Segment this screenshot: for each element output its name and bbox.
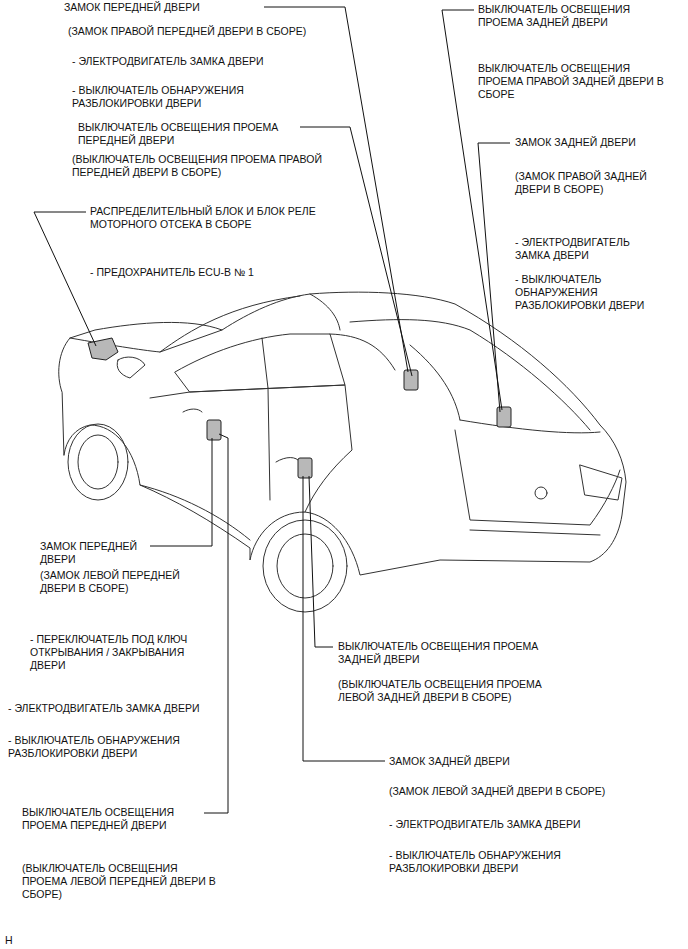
part-label: ВЫКЛЮЧАТЕЛЬ ОСВЕЩЕНИЯ ПРОЕМА ПРАВОЙ ЗАДН… xyxy=(478,62,668,101)
part-label: - ЭЛЕКТРОДВИГАТЕЛЬ ЗАМКА ДВЕРИ xyxy=(515,236,665,262)
side-windows xyxy=(175,334,345,392)
roof-edge xyxy=(310,294,340,330)
leader-line xyxy=(478,143,510,412)
part-label: (ЗАМОК ПРАВОЙ ЗАДНЕЙ ДВЕРИ В СБОРЕ) xyxy=(515,170,675,196)
part-label: ЗАМОК ПЕРЕДНЕЙ ДВЕРИ xyxy=(64,1,259,14)
a-pillar xyxy=(160,296,300,352)
front-handle xyxy=(183,409,202,412)
rear-handle xyxy=(276,458,300,463)
part-label: - ЭЛЕКТРОДВИГАТЕЛЬ ЗАМКА ДВЕРИ xyxy=(389,818,659,831)
mirror xyxy=(117,357,145,378)
lh-rear-lock xyxy=(298,458,312,478)
part-label: - ЭЛЕКТРОДВИГАТЕЛЬ ЗАМКА ДВЕРИ xyxy=(8,702,222,715)
leader-line xyxy=(309,476,333,647)
rear-window xyxy=(350,320,590,430)
rh-rear-lock xyxy=(497,407,511,427)
rear-rim xyxy=(277,534,333,598)
rear-panel xyxy=(455,430,620,525)
leader-line xyxy=(303,476,385,761)
part-label: (ВЫКЛЮЧАТЕЛЬ ОСВЕЩЕНИЯ ПРОЕМА ЛЕВОЙ ПЕРЕ… xyxy=(22,862,222,901)
part-label: (ЗАМОК ЛЕВОЙ ПЕРЕДНЕЙ ДВЕРИ В СБОРЕ) xyxy=(40,569,210,595)
leader-line xyxy=(204,434,228,813)
leader-line xyxy=(150,438,212,546)
part-label: ВЫКЛЮЧАТЕЛЬ ОСВЕЩЕНИЯ ПРОЕМА ЗАДНЕЙ ДВЕР… xyxy=(478,3,663,29)
rocker xyxy=(140,485,250,540)
c-pillar xyxy=(330,334,395,370)
part-label: (ЗАМОК ПРАВОЙ ПЕРЕДНЕЙ ДВЕРИ В СБОРЕ) xyxy=(68,25,338,38)
part-label: ЗАМОК ЗАДНЕЙ ДВЕРИ xyxy=(515,136,675,149)
door-gap xyxy=(268,388,270,500)
part-label: (ЗАМОК ЛЕВОЙ ЗАДНЕЙ ДВЕРИ В СБОРЕ) xyxy=(389,785,659,798)
part-label: - ВЫКЛЮЧАТЕЛЬ ОБНАРУЖЕНИЯ РАЗБЛОКИРОВКИ … xyxy=(72,84,287,110)
car-body xyxy=(59,292,626,612)
part-label: (ВЫКЛЮЧАТЕЛЬ ОСВЕЩЕНИЯ ПРОЕМА ЛЕВОЙ ЗАДН… xyxy=(338,678,568,704)
front-wheel xyxy=(68,424,128,500)
tail-light xyxy=(580,465,622,500)
part-label: ВЫКЛЮЧАТЕЛЬ ОСВЕЩЕНИЯ ПРОЕМА ПЕРЕДНЕЙ ДВ… xyxy=(78,121,293,147)
emblem xyxy=(535,487,547,499)
bumper-line xyxy=(470,530,600,535)
b-pillar xyxy=(262,338,268,388)
part-label: - ВЫКЛЮЧАТЕЛЬ ОБНАРУЖЕНИЯ РАЗБЛОКИРОВКИ … xyxy=(8,734,213,760)
part-label: - ВЫКЛЮЧАТЕЛЬ ОБНАРУЖЕНИЯ РАЗБЛОКИРОВКИ … xyxy=(515,273,675,312)
part-label: - ЭЛЕКТРОДВИГАТЕЛЬ ЗАМКА ДВЕРИ xyxy=(72,55,332,68)
leader-line xyxy=(34,212,96,346)
leader-line xyxy=(264,7,408,372)
part-label: ВЫКЛЮЧАТЕЛЬ ОСВЕЩЕНИЯ ПРОЕМА ЗАДНЕЙ ДВЕР… xyxy=(338,640,558,666)
relay-block xyxy=(88,338,118,360)
part-label: - ПРЕДОХРАНИТЕЛЬ ECU-B № 1 xyxy=(90,266,330,279)
part-label: ЗАМОК ЗАДНЕЙ ДВЕРИ xyxy=(389,755,629,768)
trunk-edge xyxy=(460,420,600,433)
door-top xyxy=(150,385,352,512)
front-rim xyxy=(78,435,118,489)
lh-front-lock xyxy=(207,420,221,440)
part-label: - ВЫКЛЮЧАТЕЛЬ ОБНАРУЖЕНИЯ РАЗБЛОКИРОВКИ … xyxy=(389,849,589,875)
rear-wheel xyxy=(263,520,347,612)
car-outline xyxy=(59,292,626,575)
part-label: - ПЕРЕКЛЮЧАТЕЛЬ ПОД КЛЮЧ ОТКРЫВАНИЯ / ЗА… xyxy=(30,633,202,672)
part-label: ЗАМОК ПЕРЕДНЕЙ ДВЕРИ xyxy=(40,540,148,566)
components xyxy=(88,338,511,478)
part-label: РАСПРЕДЕЛИТЕЛЬНЫЙ БЛОК И БЛОК РЕЛЕ МОТОР… xyxy=(90,205,330,231)
figure-code: H xyxy=(5,934,35,947)
part-label: ВЫКЛЮЧАТЕЛЬ ОСВЕЩЕНИЯ ПРОЕМА ПЕРЕДНЕЙ ДВ… xyxy=(22,806,197,832)
part-label: (ВЫКЛЮЧАТЕЛЬ ОСВЕЩЕНИЯ ПРОЕМА ПРАВОЙ ПЕР… xyxy=(72,153,327,179)
